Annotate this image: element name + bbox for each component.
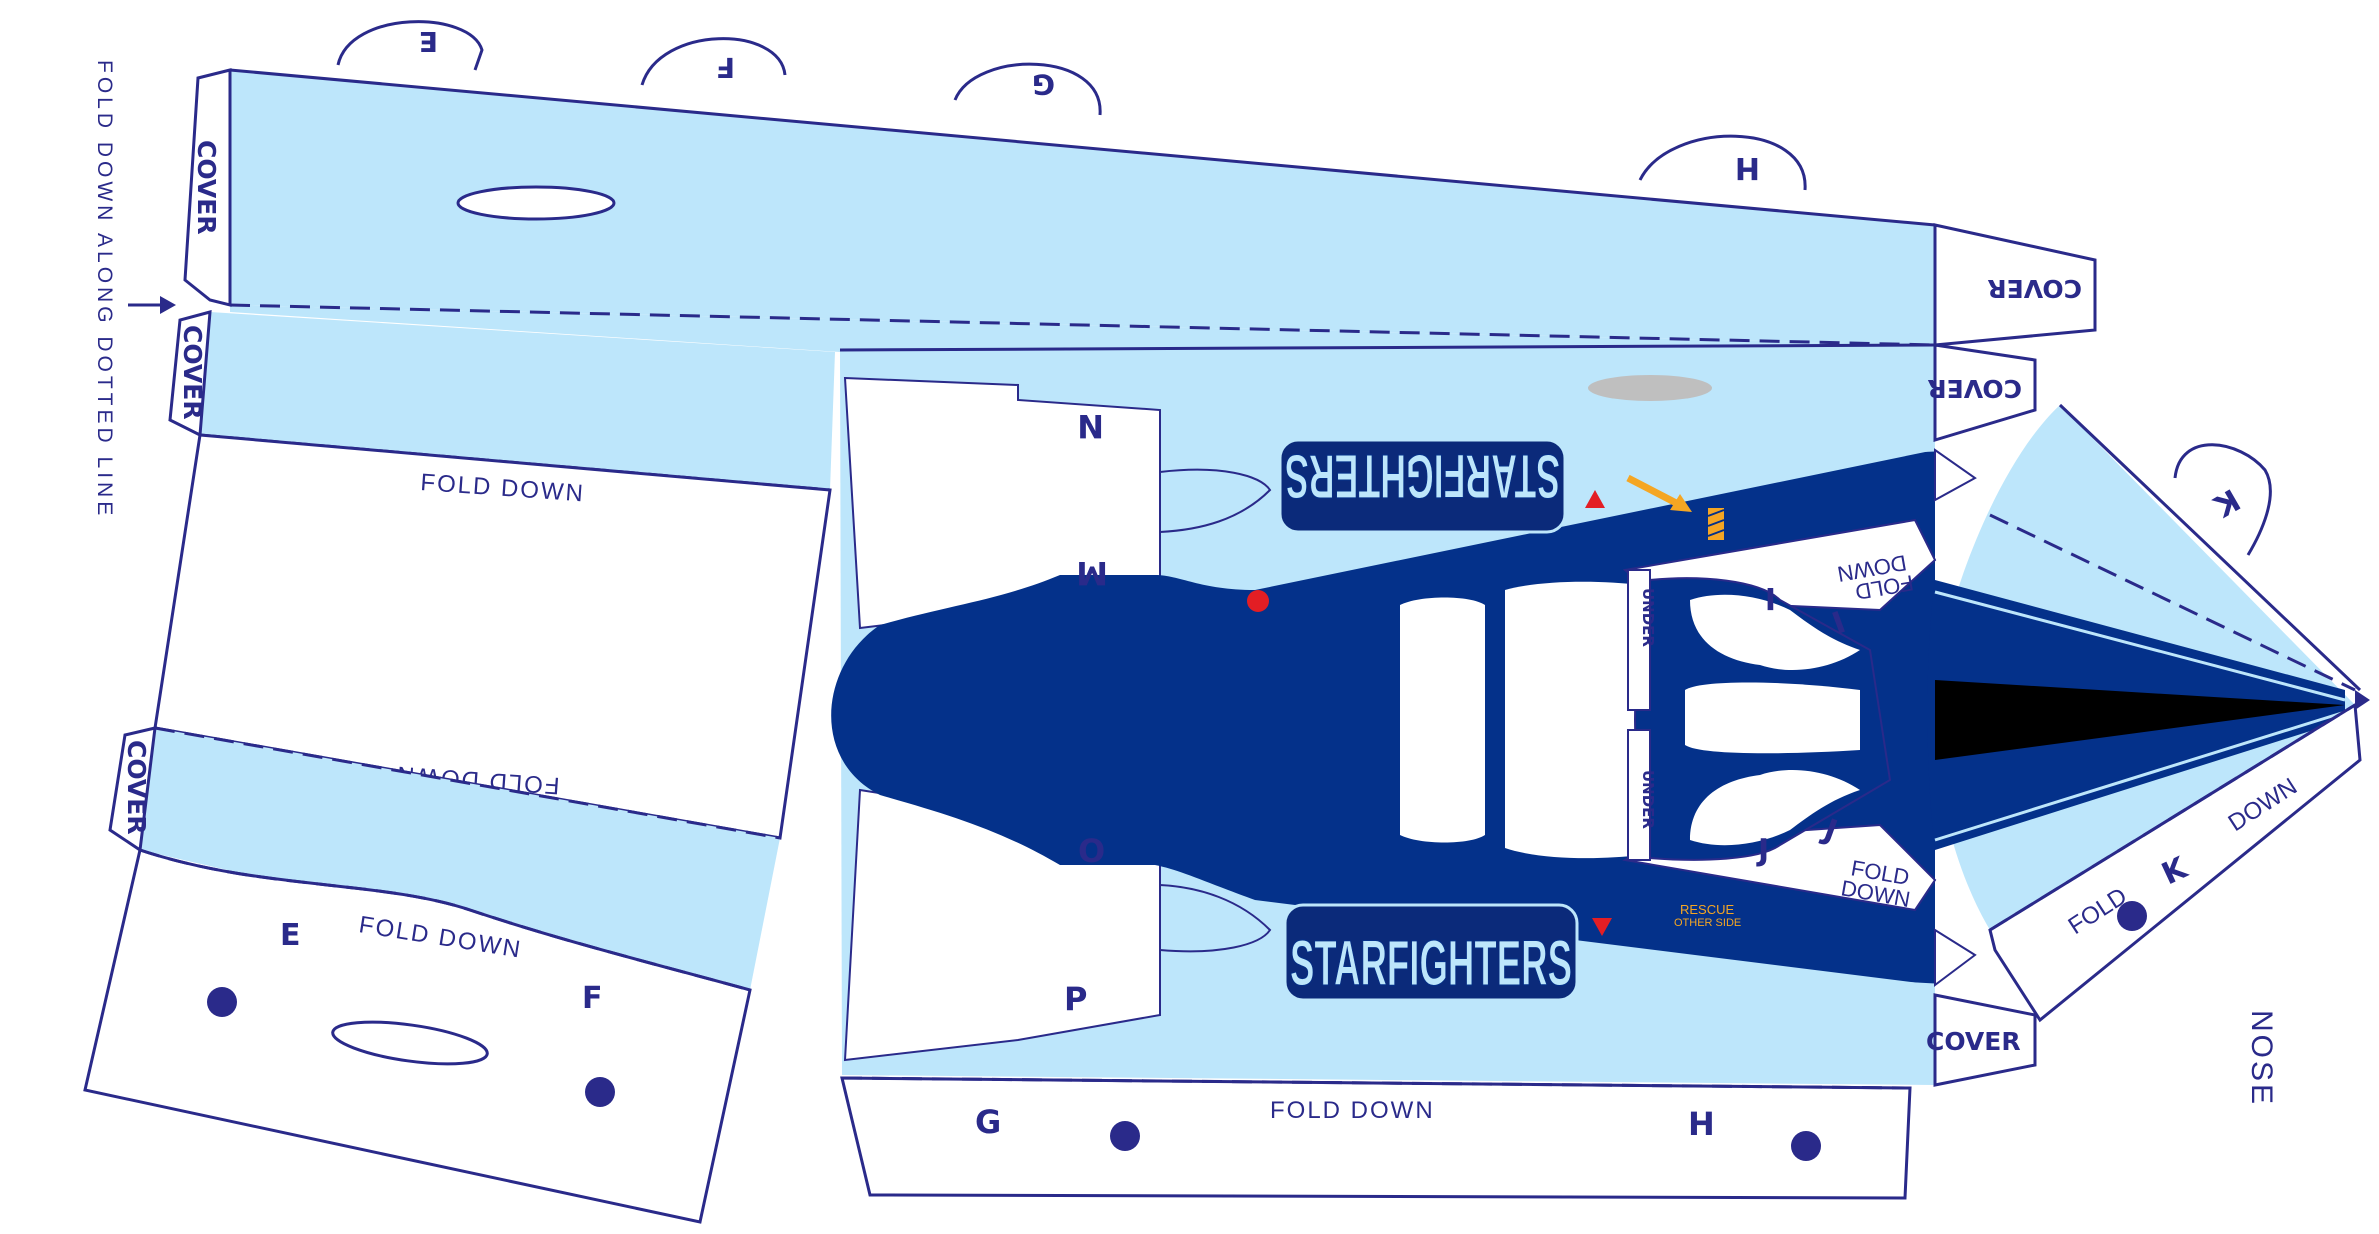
cover-label: COVER <box>122 740 151 835</box>
tab-letter-g-bottom: G <box>975 1103 1001 1141</box>
red-triangle-marker <box>1592 918 1612 936</box>
cover-label: COVER <box>178 325 207 420</box>
tab-letter-p: P <box>1064 980 1087 1018</box>
fold-down-label: FOLD DOWN <box>1270 1097 1435 1124</box>
under-strip-lower <box>1627 729 1651 861</box>
slot-bottom <box>331 1020 489 1066</box>
top-wing-piece: COVER COVER <box>183 20 2097 352</box>
glue-dot <box>2117 901 2147 931</box>
rescue-arrow-icon <box>1626 474 1692 512</box>
engine-cone-lower <box>1159 883 1272 953</box>
nose-tab-k <box>2173 443 2272 556</box>
tab-letter-f: F <box>716 51 735 84</box>
nose-fold-tab <box>1988 702 2362 1023</box>
tab-letter-n: N <box>1077 407 1104 445</box>
tab-g-shape <box>953 62 1102 116</box>
cover-tab-right-lower <box>1933 993 2037 1087</box>
cover-tab-left-bottom <box>108 726 157 853</box>
tab-letter-i-1: I <box>1765 580 1776 615</box>
cover-label: COVER <box>1927 374 2022 403</box>
tab-letter-e-bottom: E <box>280 918 301 953</box>
cockpit-window-2 <box>1685 682 1860 754</box>
engine-cone-upper <box>1159 468 1272 534</box>
cover-tab-left-mid <box>168 310 212 438</box>
cockpit-window-1 <box>1690 594 1860 670</box>
fold-instruction-text: FOLD DOWN ALONG DOTTED LINE <box>93 60 116 519</box>
glue-dot <box>207 987 237 1017</box>
tab-letter-j-1: J <box>1756 833 1769 868</box>
under-label: UNDER <box>1639 588 1657 647</box>
red-dot-marker <box>1247 590 1269 612</box>
tab-letter-m: M <box>1076 554 1108 592</box>
tab-e-shape <box>336 20 484 71</box>
rescue-label: RESCUE <box>1680 902 1735 917</box>
glue-dot <box>1791 1131 1821 1161</box>
tab-letter-h: H <box>1735 150 1760 185</box>
gray-marker <box>1588 375 1712 401</box>
under-strip-upper <box>1627 569 1651 711</box>
hazard-stripe-icon <box>1707 508 1725 540</box>
tab-letter-f-bottom: F <box>582 981 603 1016</box>
cover-tab-right-top <box>1933 223 2097 347</box>
canopy-window-front <box>1505 581 1640 859</box>
red-triangle-marker <box>1585 490 1605 508</box>
tab-letter-h-bottom: H <box>1688 1105 1715 1143</box>
cover-label: COVER <box>192 140 221 235</box>
main-fuselage-piece: UNDER UNDER COVER COVER FOLD DOWN G H <box>831 343 2037 1200</box>
tab-letter-g: G <box>1032 68 1055 101</box>
tab-f-shape <box>640 37 787 86</box>
nose-label: NOSE <box>2245 1010 2278 1107</box>
slot-top <box>456 185 616 221</box>
tab-letter-o: O <box>1078 832 1105 870</box>
logo-text-top-visible: STARFIGHTERS <box>1285 441 1560 510</box>
cover-label: COVER <box>1926 1027 2021 1056</box>
cover-label: COVER <box>1987 274 2082 303</box>
bottom-fold-strip <box>840 1076 1912 1200</box>
fold-arrow-icon <box>128 296 176 314</box>
tab-h-shape <box>1638 134 1807 191</box>
starfighters-logo-bottom: STARFIGHTERS <box>1283 903 1579 1002</box>
cover-tab-left-top <box>183 68 232 307</box>
logo-text-bottom: STARFIGHTERS <box>1290 927 1572 999</box>
starfighters-logo-top: STARFIGHTERS STARFIGHTERS <box>1278 438 1567 534</box>
cockpit-window-3 <box>1690 770 1860 846</box>
rescue-other-side-label: OTHER SIDE <box>1674 917 1741 929</box>
under-label: UNDER <box>1639 770 1657 829</box>
cover-tab-right-upper <box>1933 343 2037 443</box>
left-fuselage-strips: COVER FOLD DOWN FOLD DOWN COVER FOLD DOW… <box>83 310 835 1224</box>
glue-dot <box>1110 1121 1140 1151</box>
nose-black-tip <box>1935 680 2345 760</box>
glue-dot <box>585 1077 615 1107</box>
nose-cone-piece <box>1927 403 2370 1023</box>
canopy-window-rear <box>1400 597 1485 843</box>
tab-letter-e: E <box>419 25 438 58</box>
